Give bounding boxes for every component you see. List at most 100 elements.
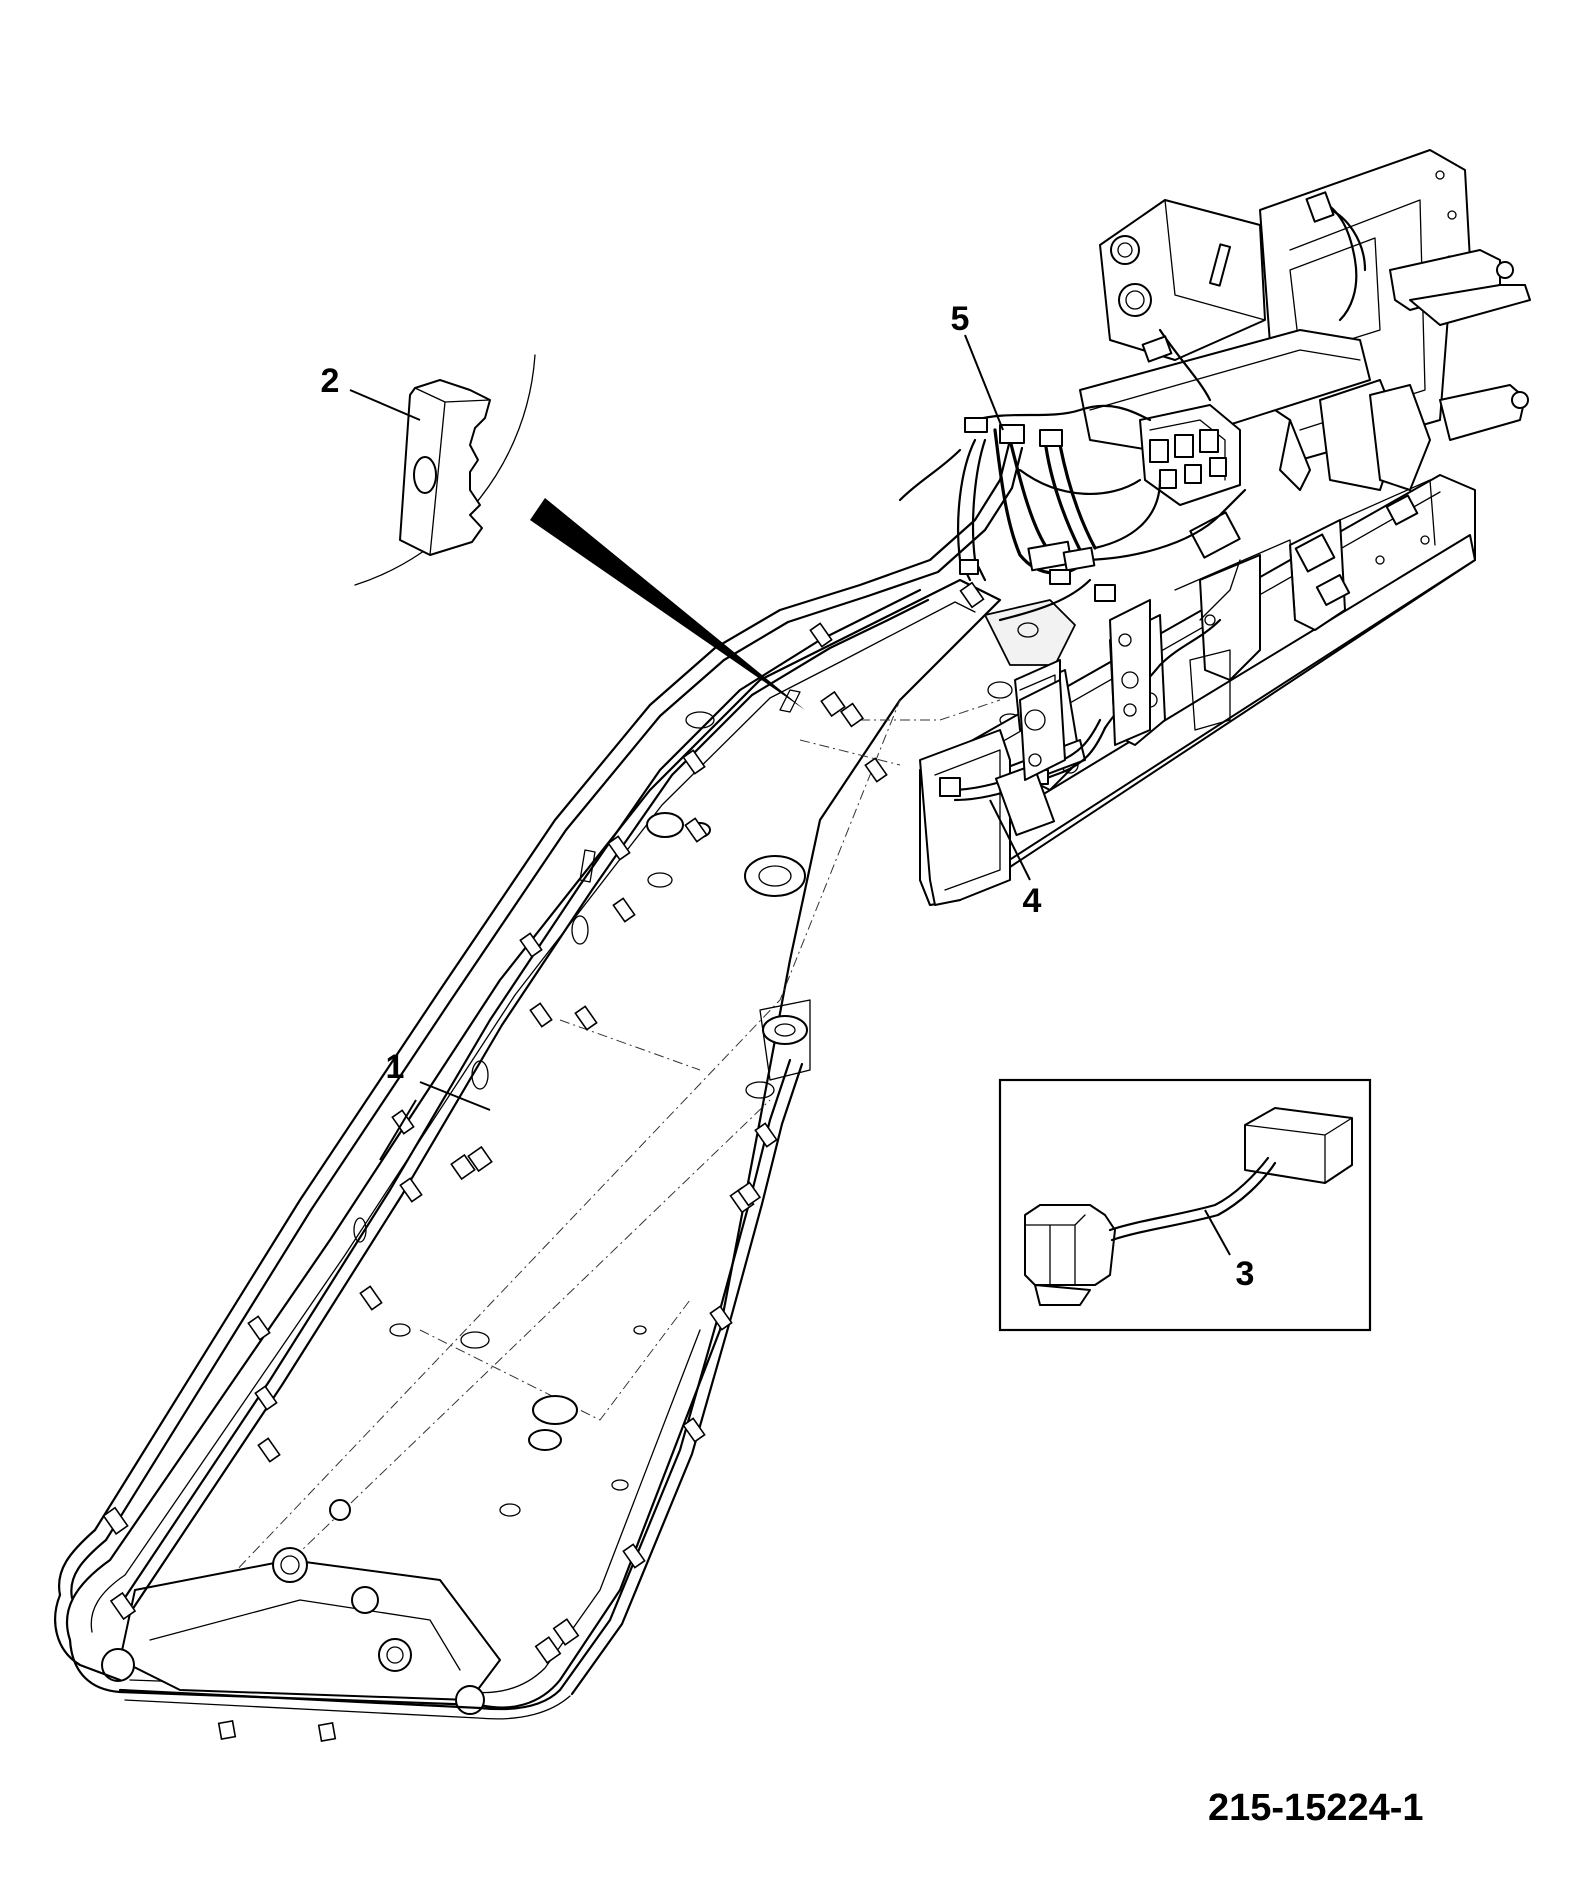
leader-3 xyxy=(1204,1209,1231,1256)
inset-connector-foot xyxy=(1034,1284,1091,1306)
hose-fitting-5 xyxy=(1039,429,1063,447)
hose-5 xyxy=(957,438,977,582)
hose-2 xyxy=(1008,438,1062,562)
hose-7 xyxy=(1093,478,1162,550)
harness-clip-16 xyxy=(682,749,706,775)
frame-pad-1 xyxy=(1189,511,1241,559)
tube-end-2 xyxy=(1511,391,1529,409)
hose-11 xyxy=(898,448,962,502)
upper-frame-port-1 xyxy=(1110,235,1140,265)
harness-run-outer-a xyxy=(57,438,1012,1597)
harness-bottom-loop xyxy=(54,1593,122,1682)
upper-frame-block-face xyxy=(1099,199,1266,341)
pivot-plate-middle xyxy=(984,599,1076,666)
harness-run-right-a xyxy=(558,1058,792,1692)
harness-bottom-cable xyxy=(118,1688,562,1711)
control-housing-lip xyxy=(934,749,1001,891)
rear-upright-hole-2 xyxy=(1447,210,1457,220)
control-housing-inner xyxy=(994,763,1056,837)
leader-4 xyxy=(989,799,1031,881)
valve-block-2 xyxy=(1174,434,1194,458)
hose-9 xyxy=(1018,468,1142,495)
leader-5 xyxy=(964,334,1004,431)
harness-clip-25 xyxy=(622,1543,646,1569)
harness-clip-15 xyxy=(612,897,636,923)
hose-fitting-4 xyxy=(999,424,1025,444)
control-wire-d xyxy=(1199,559,1241,621)
harness-clip-23 xyxy=(534,1636,562,1664)
harness-clip-11 xyxy=(519,932,543,958)
cylinder-boss xyxy=(744,855,806,897)
boom-slot-9 xyxy=(633,1325,647,1335)
control-wire-b xyxy=(953,726,1107,802)
hose-fitting-7 xyxy=(1141,335,1173,363)
pivot-hole-3-inner xyxy=(386,1646,404,1664)
harness-clip-22 xyxy=(864,757,888,783)
frame-hole-g xyxy=(1420,535,1430,545)
harness-clip-2 xyxy=(109,1591,137,1621)
leader-1b xyxy=(379,1099,417,1161)
detail-2-view xyxy=(354,354,805,710)
inset-connector xyxy=(1024,1204,1116,1286)
harness-clip-13 xyxy=(574,1005,598,1031)
post-hole-2 xyxy=(1028,753,1042,767)
upper-frame-block xyxy=(1099,199,1266,361)
leader-1a xyxy=(419,1081,491,1111)
mid-frame-block-2 xyxy=(1369,384,1431,491)
figure-number: 215-15224-1 xyxy=(1208,1787,1424,1829)
rear-upright-hole-1 xyxy=(1435,170,1445,180)
boom-slot-12 xyxy=(987,681,1013,699)
upper-boss-inner xyxy=(774,1023,796,1037)
boom-hidden-line-5 xyxy=(860,699,1001,721)
control-housing xyxy=(919,729,1011,906)
side-gusset xyxy=(1279,419,1311,491)
hose-fitting-10 xyxy=(959,559,979,575)
inset-junction-block-edge xyxy=(1244,1117,1353,1184)
frame-panel-1 xyxy=(1174,539,1296,616)
harness-clip-21 xyxy=(959,581,985,609)
harness-run-inner-a xyxy=(118,588,922,1607)
frame-hole-f xyxy=(1375,555,1385,565)
upper-frame-port-2-inner xyxy=(1125,290,1145,310)
inset-cable-b xyxy=(1110,1161,1277,1242)
side-boss xyxy=(646,812,684,838)
boom-slot-11 xyxy=(685,711,715,729)
boom-slot-3 xyxy=(471,1060,489,1090)
cross-tube-lower xyxy=(1439,384,1526,441)
hose-10 xyxy=(973,404,1152,422)
hose-fitting-8 xyxy=(1305,191,1335,223)
boom-assembly xyxy=(65,578,1021,1715)
pivot-hole-4 xyxy=(101,1648,135,1682)
harness-clip-6 xyxy=(359,1285,383,1311)
harness-clip-19 xyxy=(820,690,846,718)
harness-clip-27 xyxy=(709,1305,733,1331)
hose-3 xyxy=(1043,438,1082,552)
boom-inner-edge xyxy=(90,601,976,1633)
upper-bracket xyxy=(759,999,811,1081)
post-hole-3 xyxy=(1118,633,1132,647)
harness-clip-8 xyxy=(399,1177,423,1203)
boom-outline xyxy=(65,578,1002,1709)
pivot-hole-1 xyxy=(272,1547,308,1583)
lower-boss xyxy=(532,1395,578,1425)
cross-tube-upper-2 xyxy=(1409,284,1531,326)
harness-clip-1 xyxy=(102,1506,129,1535)
cable-harness xyxy=(54,438,1024,1743)
callout-1: 1 xyxy=(386,1048,405,1086)
harness-clip-20 xyxy=(839,702,865,728)
valve-block-5 xyxy=(1184,464,1202,484)
hose-fitting-6 xyxy=(964,417,988,433)
harness-clip-18 xyxy=(809,622,833,648)
frame-pad-2 xyxy=(1294,533,1336,573)
hose-8 xyxy=(1078,488,1247,562)
harness-clip-26 xyxy=(682,1417,706,1443)
upper-frame-port-1-inner xyxy=(1117,242,1133,258)
tube-end-1 xyxy=(1496,261,1514,279)
harness-run-inner-b xyxy=(130,598,930,1612)
inset-3-view xyxy=(998,1078,1372,1332)
boom-slot-8 xyxy=(611,1479,629,1491)
callout-5: 5 xyxy=(951,300,970,338)
harness-clip-32 xyxy=(317,1721,337,1743)
hose-fitting-2 xyxy=(1062,546,1096,572)
valve-block-4 xyxy=(1159,469,1177,489)
